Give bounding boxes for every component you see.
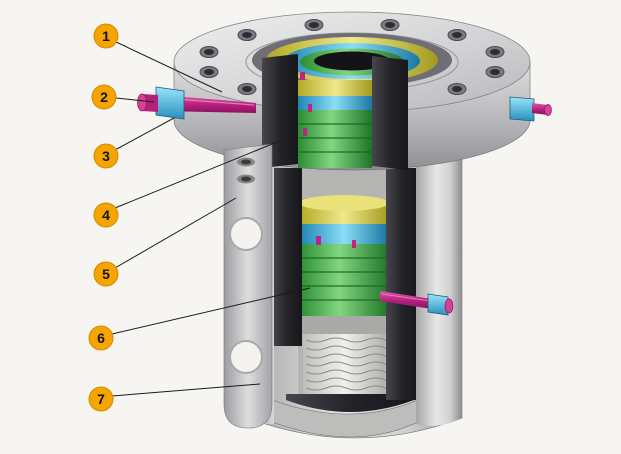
callout-7-label: 7 — [97, 391, 105, 407]
callout-3-label: 3 — [102, 148, 110, 164]
callout-5-badge — [93, 261, 119, 287]
hanger-grooves — [300, 257, 388, 301]
callout-6-badge — [88, 325, 114, 351]
flange-cutaway — [262, 54, 408, 170]
callout-6: 6 — [88, 325, 114, 351]
notch-face-left — [262, 54, 298, 168]
set-screw — [316, 236, 321, 245]
plate-bolt-hole — [229, 217, 263, 251]
set-screw — [352, 240, 356, 248]
leader-line-4 — [114, 139, 283, 209]
bore-gap — [301, 316, 387, 334]
body-wall-right — [416, 160, 462, 426]
section-wall-right — [386, 168, 418, 400]
hanger-cyan-ring — [301, 224, 387, 244]
callout-5-label: 5 — [102, 266, 110, 282]
callout-7: 7 — [88, 386, 114, 412]
bottom-cut-rim — [286, 394, 414, 412]
screw-head-cap — [137, 93, 147, 112]
screw-shaft — [532, 103, 548, 115]
callout-4-badge — [93, 202, 119, 228]
section-wall-left — [272, 168, 302, 346]
bore-hole — [314, 51, 390, 71]
set-screw — [303, 128, 307, 136]
lock-screw-mid-right — [380, 291, 454, 316]
callout-7-badge — [88, 386, 114, 412]
gland-nut — [155, 86, 185, 120]
lower-hanger-assembly — [299, 195, 389, 334]
leader-line-1 — [113, 40, 223, 93]
callout-5: 5 — [93, 261, 119, 287]
notch-face-right — [372, 56, 408, 170]
upper-green-body — [298, 110, 372, 168]
leader-line-5 — [114, 197, 237, 269]
callout-2-badge — [91, 84, 117, 110]
leader-line-7 — [111, 383, 261, 397]
lock-screw-top-left — [137, 86, 256, 120]
wellhead-assembly — [137, 11, 552, 439]
callout-2: 2 — [91, 84, 117, 110]
casing-threads — [303, 334, 387, 394]
callout-3-badge — [93, 143, 119, 169]
leader-line-3 — [114, 117, 175, 151]
leader-line-2 — [115, 97, 155, 103]
gland-nut — [427, 293, 449, 316]
set-screw — [300, 72, 305, 81]
callout-1-label: 1 — [102, 28, 110, 44]
set-screw — [308, 104, 312, 112]
upper-yellow-ring — [298, 80, 372, 96]
screw-head-cap — [544, 104, 552, 116]
callout-1-badge — [93, 23, 119, 49]
side-flange-plate — [223, 143, 273, 429]
callout-4: 4 — [93, 202, 119, 228]
gland-nut — [509, 96, 535, 122]
callouts: 1 2 3 4 5 6 7 — [88, 23, 311, 412]
upper-cyan-ring — [298, 96, 372, 110]
callout-4-label: 4 — [102, 207, 110, 223]
lock-screw-top-right — [509, 96, 552, 122]
callout-6-label: 6 — [97, 330, 105, 346]
plate-bolt-hole — [229, 340, 263, 374]
hanger-green-body — [299, 244, 389, 316]
upper-hanger-assembly — [298, 80, 372, 168]
hanger-yellow-top — [299, 195, 389, 211]
screw-head-cap — [444, 298, 454, 314]
leader-line-6 — [111, 287, 311, 335]
callout-2-label: 2 — [100, 89, 108, 105]
plate-top-holes — [237, 157, 255, 184]
callout-3: 3 — [93, 143, 119, 169]
callout-1: 1 — [93, 23, 119, 49]
